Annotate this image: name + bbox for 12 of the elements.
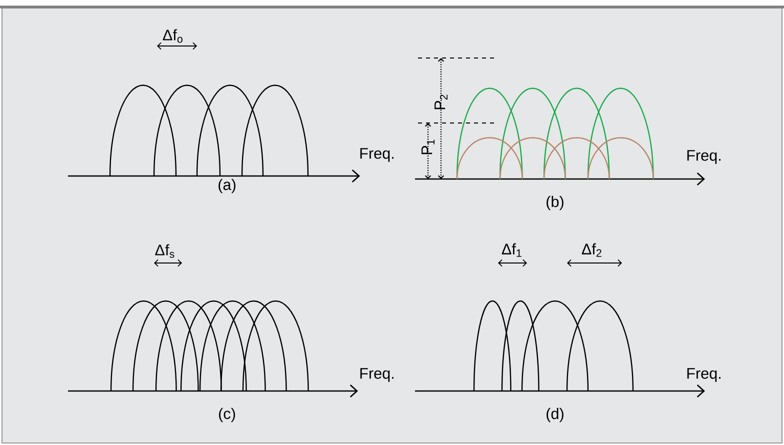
axis-label: Freq. [687, 368, 720, 382]
panel-label: (d) [546, 408, 564, 422]
spacing-label: Δf$_{s}$ [155, 244, 174, 258]
spacing-label: Δf$_{o}$ [162, 29, 182, 43]
panel-label: (c) [219, 408, 235, 422]
panel-label: (b) [546, 196, 564, 210]
axis-label: Freq. [360, 368, 394, 382]
spacing-label: Δf$_{2}$ [582, 243, 602, 257]
panel-label: (a) [218, 178, 236, 194]
axis-label: Freq. [360, 148, 394, 162]
spacing-label: Δf$_{1}$ [502, 243, 522, 257]
axis-label: Freq. [687, 150, 720, 164]
